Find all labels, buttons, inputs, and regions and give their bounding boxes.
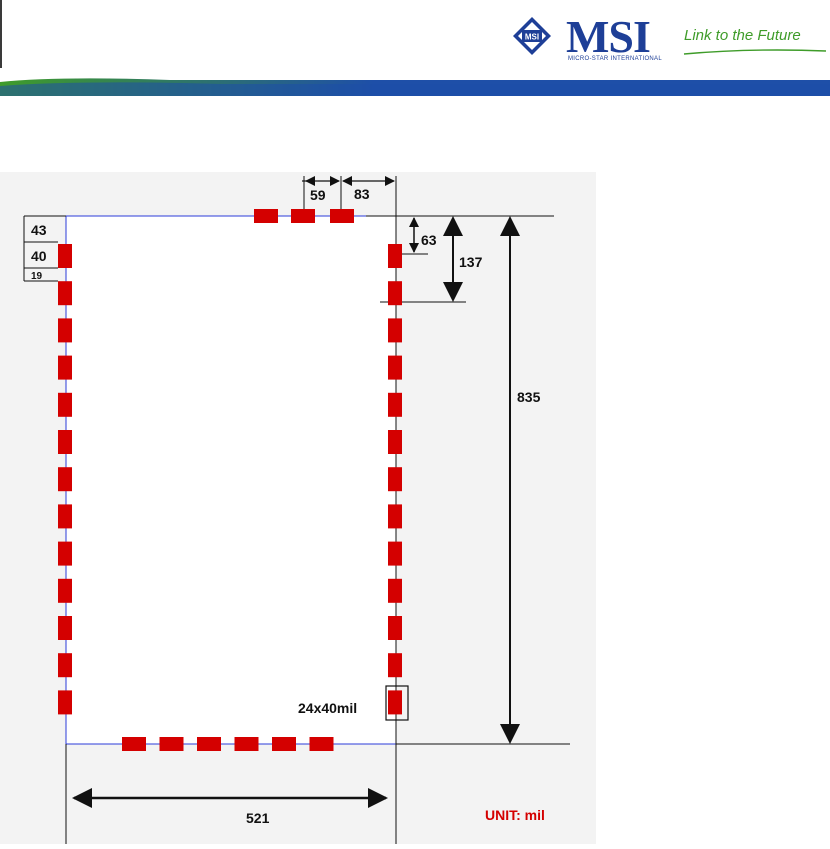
bottom-pad xyxy=(235,737,259,751)
right-pad xyxy=(388,467,402,491)
left-pad xyxy=(58,542,72,566)
right-pad xyxy=(388,244,402,268)
dim-top-pad-pitch: 59 xyxy=(310,187,326,203)
right-pad xyxy=(388,356,402,380)
top-pad xyxy=(330,209,354,223)
bottom-pad xyxy=(272,737,296,751)
right-pad xyxy=(388,690,402,714)
logo-slogan: Link to the Future xyxy=(684,27,801,45)
dim-height: 835 xyxy=(517,389,541,405)
slogan-swoosh-icon xyxy=(682,48,828,56)
bottom-pad xyxy=(122,737,146,751)
left-pad xyxy=(58,244,72,268)
unit-label: UNIT: mil xyxy=(485,807,545,823)
header-left-rule xyxy=(0,0,2,68)
pad-layout-diagram: 59 83 63 137 835 521 43 40 19 24x40mil U… xyxy=(0,172,596,844)
right-pad xyxy=(388,318,402,342)
left-pad xyxy=(58,653,72,677)
logo-wordmark: MSI xyxy=(566,14,650,60)
left-pad xyxy=(58,430,72,454)
diagram-canvas: 59 83 63 137 835 521 43 40 19 24x40mil U… xyxy=(0,172,596,844)
left-pad xyxy=(58,579,72,603)
left-pad xyxy=(58,504,72,528)
dim-right-first-pad: 63 xyxy=(421,232,437,248)
left-pad xyxy=(58,690,72,714)
header: MSI MSI MICRO-STAR INTERNATIONAL Link to… xyxy=(0,0,830,96)
right-pad xyxy=(388,653,402,677)
left-pad xyxy=(58,616,72,640)
right-pad xyxy=(388,616,402,640)
header-band xyxy=(0,66,830,96)
right-pad xyxy=(388,281,402,305)
left-pad xyxy=(58,393,72,417)
dim-pad-gap: 19 xyxy=(31,271,43,282)
dim-width: 521 xyxy=(246,810,270,826)
dim-pad-length: 40 xyxy=(31,248,47,264)
right-pad xyxy=(388,579,402,603)
left-pad xyxy=(58,356,72,380)
logo-subtitle: MICRO-STAR INTERNATIONAL xyxy=(568,56,662,63)
top-pad xyxy=(291,209,315,223)
dim-right-second-pad: 137 xyxy=(459,254,483,270)
pad-size-label: 24x40mil xyxy=(298,700,357,716)
board-area xyxy=(66,216,396,744)
bottom-pad xyxy=(160,737,184,751)
right-pad xyxy=(388,542,402,566)
right-pad xyxy=(388,504,402,528)
emblem-text: MSI xyxy=(525,33,539,42)
left-pad xyxy=(58,281,72,305)
left-pad xyxy=(58,467,72,491)
bottom-pad xyxy=(197,737,221,751)
bottom-pad xyxy=(310,737,334,751)
msi-logo: MSI MSI MICRO-STAR INTERNATIONAL Link to… xyxy=(512,14,830,66)
dim-pad-top-offset: 43 xyxy=(31,222,47,238)
dim-top-pad-right-offset: 83 xyxy=(354,186,370,202)
top-pad xyxy=(254,209,278,223)
right-pad xyxy=(388,393,402,417)
left-pad xyxy=(58,318,72,342)
right-pad xyxy=(388,430,402,454)
msi-emblem-icon: MSI xyxy=(512,16,552,56)
